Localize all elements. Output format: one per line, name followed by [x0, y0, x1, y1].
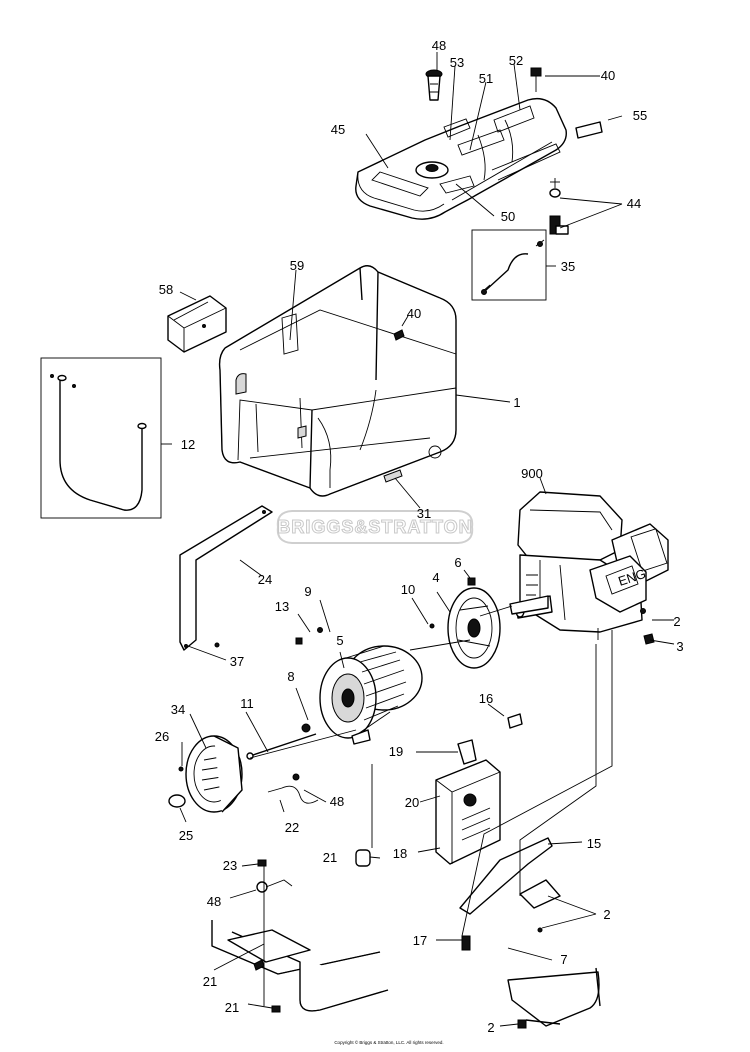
callout-40-frame: 40 [407, 306, 421, 321]
through-bolt [246, 733, 317, 760]
callout-3: 3 [676, 639, 683, 654]
tank-decal [575, 121, 603, 139]
callout-14: 15 [587, 836, 601, 851]
callout-40-top: 40 [601, 68, 615, 83]
callout-10: 10 [401, 582, 415, 597]
wire-ring-terminal [256, 881, 268, 893]
callout-59: 59 [290, 258, 304, 273]
copyright-notice: Copyright © Briggs & Stratton, LLC. All … [0, 1040, 750, 1045]
callout-35: 35 [561, 259, 575, 274]
fuel-cap [425, 69, 443, 101]
knob [168, 794, 186, 808]
mount-washer [537, 927, 543, 933]
callout-52: 52 [509, 53, 523, 68]
callout-6: 6 [454, 555, 461, 570]
callout-24: 24 [258, 572, 272, 587]
brand-watermark: BRIGGS&STRATTON [276, 510, 474, 544]
callout-48-wire: 48 [330, 794, 344, 809]
handle-box [40, 357, 162, 519]
small-fasteners [178, 577, 476, 772]
mount-bolt [461, 935, 471, 951]
callout-13: 12 [181, 437, 195, 452]
callout-22: 22 [285, 820, 299, 835]
callout-26: 26 [155, 729, 169, 744]
callout-5: 5 [336, 633, 343, 648]
callout-21-mount: 21 [323, 850, 337, 865]
callout-44: 45 [331, 122, 345, 137]
callout-8: 8 [287, 669, 294, 684]
engine: ENG [515, 491, 669, 645]
callout-23: 23 [223, 858, 237, 873]
leader-lines [161, 52, 675, 1027]
rotor-shaft [509, 595, 549, 615]
watermark-text: BRIGGS&STRATTON [277, 517, 472, 537]
callout-50: 50 [501, 209, 515, 224]
ground-wire [267, 785, 319, 804]
cradle [211, 920, 389, 1012]
copyright-text: Copyright © Briggs & Stratton, LLC. All … [334, 1040, 444, 1045]
cradle-bolt [257, 859, 267, 867]
callout-51: 51 [479, 71, 493, 86]
callout-7: 7 [560, 952, 567, 967]
bearing-carrier [447, 587, 501, 669]
callout-15: 16 [479, 691, 493, 706]
callout-16: 17 [413, 933, 427, 948]
callout-2-foot: 2 [487, 1020, 494, 1035]
callout-48-cradle: 48 [207, 894, 221, 909]
callout-11: 11 [240, 696, 254, 711]
fuel-tank [355, 97, 567, 220]
tank-bolt [530, 67, 542, 92]
callout-58: 58 [159, 282, 173, 297]
callout-2-bracket: 2 [603, 907, 610, 922]
vibration-mount [271, 849, 371, 1013]
muffler-bracket [459, 837, 561, 915]
stator [319, 645, 423, 745]
callout-25: 25 [179, 828, 193, 843]
muffler [435, 713, 523, 865]
callout-1: 1 [513, 395, 520, 410]
wire-terminal [292, 773, 300, 781]
callout-55: 55 [633, 108, 647, 123]
callout-17: 18 [393, 846, 407, 861]
callout-41: 44 [627, 196, 641, 211]
callout-31: 31 [417, 506, 431, 521]
foot-bracket [507, 967, 601, 1029]
stator-cover [185, 735, 243, 813]
callout-37: 37 [230, 654, 244, 669]
callout-21-cradle: 21 [225, 1000, 239, 1015]
callout-900: 900 [521, 466, 543, 481]
callout-53: 53 [450, 55, 464, 70]
callout-19: 20 [405, 795, 419, 810]
callout-4: 4 [432, 570, 439, 585]
callout-12: 13 [275, 599, 289, 614]
frame [218, 265, 457, 497]
callout-45: 48 [432, 38, 446, 53]
callout-2-engine: 2 [673, 614, 680, 629]
fuel-valve [549, 178, 569, 235]
bracket [179, 505, 273, 651]
callout-9: 9 [304, 584, 311, 599]
callout-20: 21 [203, 974, 217, 989]
control-panel-box [167, 295, 227, 353]
callout-18: 19 [389, 744, 403, 759]
callout-34: 34 [171, 702, 185, 717]
callout-labels: 48 53 51 52 40 55 45 50 44 35 59 58 40 1… [155, 38, 684, 1035]
fuel-line-box [471, 229, 547, 301]
